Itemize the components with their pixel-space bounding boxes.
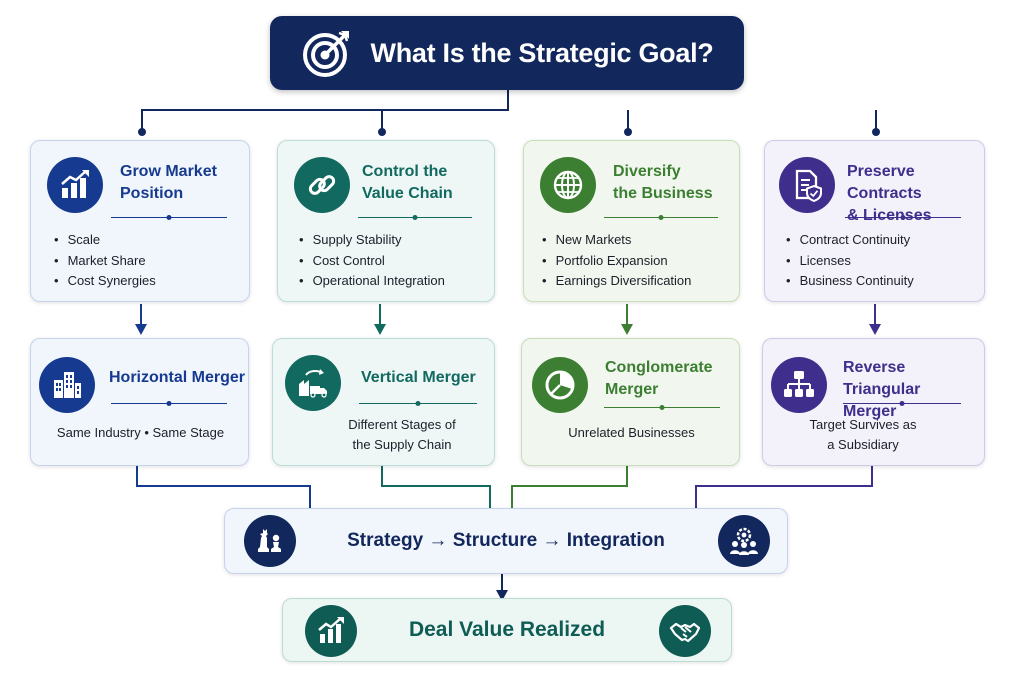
divider xyxy=(111,403,227,404)
merger-card-horizontal: Horizontal Merger Same Industry • Same S… xyxy=(30,338,249,466)
goal-title: Preserve Contracts& Licenses xyxy=(847,163,932,224)
goal-bullets: Contract Continuity Licenses Business Co… xyxy=(786,230,914,292)
outcome-text: Deal Value Realized xyxy=(408,618,606,641)
org-chart-icon xyxy=(771,357,827,413)
list-item: Cost Synergies xyxy=(54,271,156,292)
chain-link-icon xyxy=(294,157,350,213)
goal-bullets: New Markets Portfolio Expansion Earnings… xyxy=(542,230,692,292)
strategic-goal-header: What Is the Strategic Goal? xyxy=(270,16,744,90)
globe-icon xyxy=(540,157,596,213)
outcome-box: Deal Value Realized xyxy=(282,598,732,662)
pie-chart-icon xyxy=(532,357,588,413)
divider xyxy=(358,217,472,218)
list-item: Market Share xyxy=(54,251,156,272)
merger-title: Vertical Merger xyxy=(361,369,476,386)
merger-description: Unrelated Businesses xyxy=(568,425,695,440)
growth-chart-icon xyxy=(47,157,103,213)
list-item: Earnings Diversification xyxy=(542,271,692,292)
goal-bullets: Supply Stability Cost Control Operationa… xyxy=(299,230,445,292)
divider xyxy=(111,217,227,218)
document-shield-icon xyxy=(779,157,835,213)
target-icon xyxy=(302,31,349,77)
process-text: Strategy → Structure → Integration xyxy=(347,530,665,551)
list-item: Contract Continuity xyxy=(786,230,914,251)
diagram-title: What Is the Strategic Goal? xyxy=(370,37,714,68)
divider xyxy=(604,407,720,408)
merger-title: Horizontal Merger xyxy=(109,369,246,386)
list-item: Business Continuity xyxy=(786,271,914,292)
factory-truck-icon xyxy=(285,355,341,411)
divider xyxy=(604,217,718,218)
divider xyxy=(359,403,477,404)
team-gear-icon xyxy=(718,515,770,567)
merger-description: Same Industry • Same Stage xyxy=(56,425,225,440)
list-item: New Markets xyxy=(542,230,691,251)
buildings-icon xyxy=(39,357,95,413)
list-item: Portfolio Expansion xyxy=(542,251,691,272)
divider xyxy=(845,217,961,218)
process-bar: Strategy → Structure → Integration xyxy=(224,508,788,574)
growth-chart-icon xyxy=(305,605,357,657)
list-item: Cost Control xyxy=(299,251,445,272)
list-item: Scale xyxy=(54,230,156,251)
divider xyxy=(843,403,961,404)
handshake-icon xyxy=(659,605,711,657)
goal-bullets: Scale Market Share Cost Synergies xyxy=(54,230,156,292)
list-item: Licenses xyxy=(786,251,914,272)
list-item: Operational Integration xyxy=(299,271,445,292)
list-item: Supply Stability xyxy=(299,230,445,251)
goal-card-preserve-contracts: Preserve Contracts& Licenses Contract Co… xyxy=(764,140,985,302)
chess-pieces-icon xyxy=(244,515,296,567)
